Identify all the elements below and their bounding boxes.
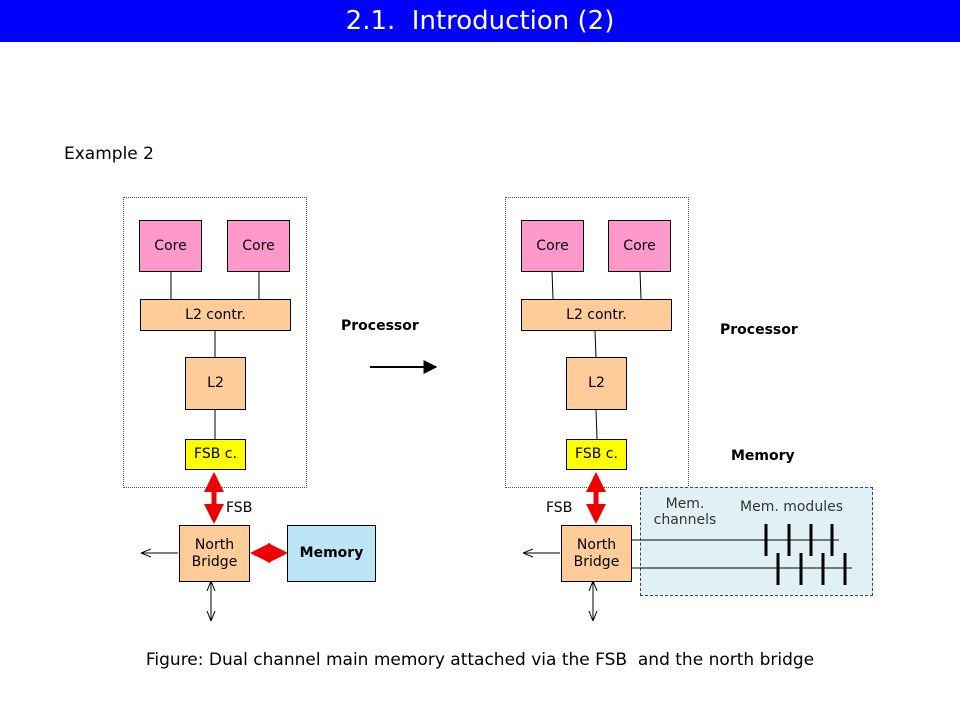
left-fsb-label: FSB bbox=[226, 500, 253, 516]
mem-channels-label: Mem. channels bbox=[646, 496, 724, 528]
mem-channels-line1: Mem. bbox=[665, 496, 705, 512]
right-core-2: Core bbox=[608, 220, 671, 272]
left-core-1: Core bbox=[139, 220, 202, 272]
right-core-1: Core bbox=[521, 220, 584, 272]
left-north-bridge-line1: North bbox=[194, 536, 235, 553]
left-processor-label: Processor bbox=[341, 318, 419, 334]
slide-title: 2.1. Introduction (2) bbox=[345, 6, 615, 36]
figure-caption: Figure: Dual channel main memory attache… bbox=[145, 650, 815, 670]
memory-modules bbox=[764, 524, 847, 585]
left-memory-box: Memory bbox=[287, 525, 376, 582]
right-l2-controller: L2 contr. bbox=[521, 299, 672, 331]
mem-modules-label: Mem. modules bbox=[740, 499, 843, 515]
right-core2-link bbox=[639, 270, 642, 300]
left-north-bridge-line2: Bridge bbox=[191, 553, 238, 570]
right-processor-label: Processor bbox=[720, 322, 798, 338]
mem-channels-line2: channels bbox=[653, 512, 717, 528]
memory-channels-frame bbox=[640, 487, 873, 596]
left-fsb-controller: FSB c. bbox=[185, 439, 246, 470]
right-north-bridge-line2: Bridge bbox=[573, 553, 620, 570]
right-l2-cache: L2 bbox=[566, 357, 627, 410]
left-l2-controller: L2 contr. bbox=[140, 299, 291, 331]
right-north-bridge-line1: North bbox=[576, 536, 617, 553]
left-north-bridge: North Bridge bbox=[179, 525, 250, 582]
title-bar bbox=[0, 0, 960, 42]
right-north-bridge: North Bridge bbox=[561, 525, 632, 582]
right-memory-label: Memory bbox=[731, 448, 795, 464]
right-fsb-label: FSB bbox=[546, 500, 573, 516]
left-l2-cache: L2 bbox=[185, 357, 246, 410]
right-fsb-controller: FSB c. bbox=[566, 439, 627, 470]
right-l2c-l2-link bbox=[594, 330, 597, 358]
right-core1-link bbox=[551, 270, 554, 300]
example-label: Example 2 bbox=[64, 144, 154, 164]
right-l2-fsb-link bbox=[595, 409, 598, 440]
left-core-2: Core bbox=[227, 220, 290, 272]
